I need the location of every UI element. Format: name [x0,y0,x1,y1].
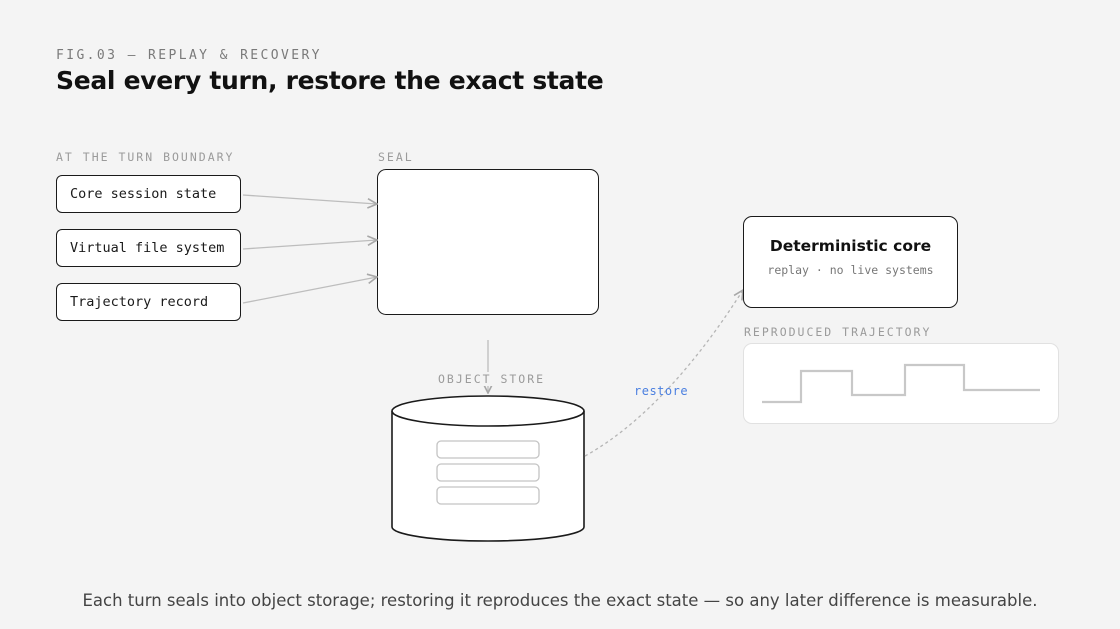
reproduced-trajectory-label: REPRODUCED TRAJECTORY [744,325,932,339]
deterministic-core-box: Deterministic core replay · no live syst… [743,216,958,308]
caption: Each turn seals into object storage; res… [82,591,1038,610]
turn-boundary-label: AT THE TURN BOUNDARY [56,150,235,164]
trajectory-panel [743,343,1059,424]
restore-label: restore [634,384,689,398]
object-store-label: OBJECT STORE [438,372,546,386]
virtual-file-system-box: Virtual file system [56,229,241,267]
restore-curve [584,290,743,457]
diagram-title: Seal every turn, restore the exact state [56,66,604,95]
arrow-vfs-to-seal [242,240,377,250]
store-record-3 [436,486,540,505]
seal-label: SEAL [378,150,414,164]
core-session-state-box: Core session state [56,175,241,213]
store-record-2 [436,463,540,482]
core-subtitle: replay · no live systems [767,263,934,277]
figure-label: FIG.03 — REPLAY & RECOVERY [56,48,322,63]
arrow-trajectory-to-seal [242,277,377,304]
trajectory-record-box: Trajectory record [56,283,241,321]
object-store-cylinder [391,395,585,542]
core-title: Deterministic core [769,237,932,255]
arrow-core-session-to-seal [242,194,377,204]
store-record-1 [436,440,540,459]
